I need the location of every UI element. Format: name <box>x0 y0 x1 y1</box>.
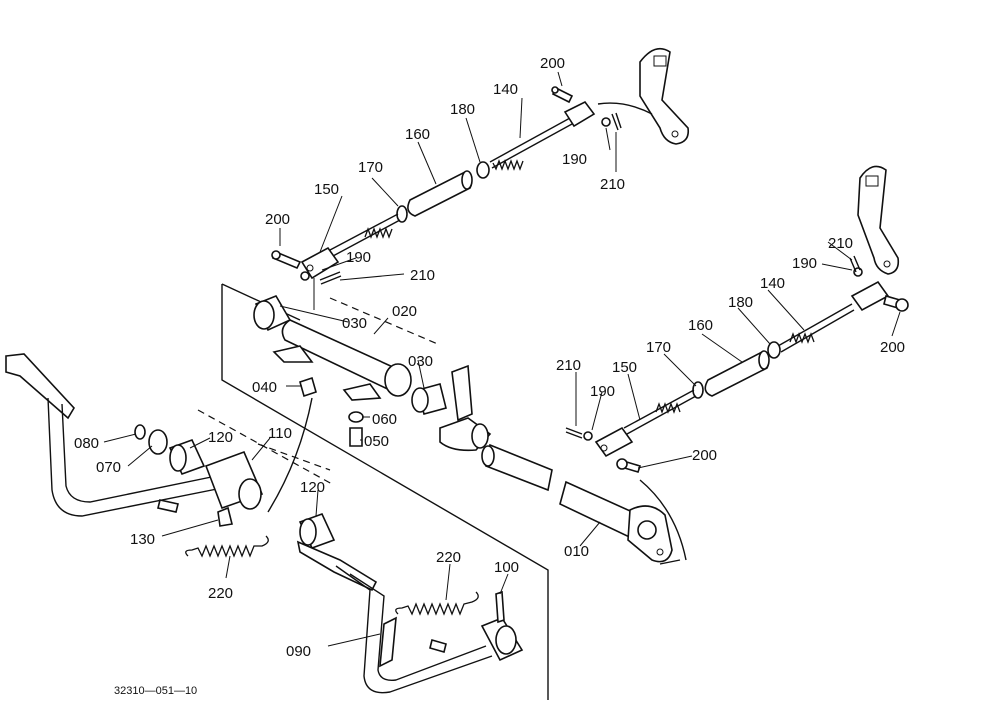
drawing-code: 32310—051—10 <box>114 685 197 697</box>
label-120-right: 120 <box>300 479 325 496</box>
label-030-left: 030 <box>342 315 367 332</box>
shaft-010 <box>481 443 687 565</box>
label-160-top: 160 <box>405 126 430 143</box>
grease-nipple-040 <box>299 376 317 398</box>
label-190-right-lower: 190 <box>590 383 615 400</box>
cotter-pin-210-upper-left <box>319 271 342 285</box>
pedal-pad-left <box>5 353 75 420</box>
nut-180-upper <box>476 161 490 179</box>
label-110: 110 <box>268 425 292 442</box>
label-220-lower: 220 <box>436 549 461 566</box>
label-170-top: 170 <box>358 159 383 176</box>
label-170-right: 170 <box>646 339 671 356</box>
label-210-upper-right: 210 <box>600 176 625 193</box>
label-160-right: 160 <box>688 317 713 334</box>
left-pedal-assembly <box>5 353 333 558</box>
grease-nipple-130 <box>217 506 233 527</box>
label-200-right: 200 <box>880 339 905 356</box>
rod-100 <box>495 590 505 624</box>
label-150-right: 150 <box>612 359 637 376</box>
label-140-top: 140 <box>493 81 518 98</box>
upper-rod-assembly <box>271 47 690 310</box>
label-140-right: 140 <box>760 275 785 292</box>
label-030-right: 030 <box>408 353 433 370</box>
label-200-left: 200 <box>265 211 290 228</box>
circlip-080 <box>134 424 146 440</box>
label-090: 090 <box>286 643 311 660</box>
leader-lines <box>103 71 901 647</box>
washer-060 <box>348 411 364 423</box>
label-080: 080 <box>74 435 99 452</box>
washer-190-upper-left <box>300 271 310 281</box>
label-190-upper-left: 190 <box>346 249 371 266</box>
washer-190-upper-right <box>601 117 611 127</box>
rod-140-upper <box>489 117 571 163</box>
lower-pedal-assembly <box>296 512 524 694</box>
label-130: 130 <box>130 531 155 548</box>
pedal-arm-left <box>47 397 233 517</box>
label-180-top: 180 <box>450 101 475 118</box>
clevis-right-end <box>850 280 890 312</box>
label-100: 100 <box>494 559 519 576</box>
label-190-upper-right: 190 <box>562 151 587 168</box>
label-040: 040 <box>252 379 277 396</box>
pedal-arm-lower <box>335 565 493 694</box>
boss-frame-assembly <box>221 283 549 700</box>
label-190-right: 190 <box>792 255 817 272</box>
nut-180-right <box>767 341 781 359</box>
part-labels: 200 140 180 160 170 150 200 190 210 190 … <box>74 55 905 697</box>
label-210-right-lower: 210 <box>556 357 581 374</box>
cotter-pin-210-right-lower <box>565 427 583 439</box>
label-210-upper-left: 210 <box>410 267 435 284</box>
cotter-pin-210-right <box>849 255 861 273</box>
upper-arc-guide <box>597 102 653 115</box>
bolt-050 <box>349 427 363 447</box>
spring-220-left <box>185 535 269 558</box>
right-arm-bracket <box>857 165 900 275</box>
washer-190-right-lower <box>583 431 593 441</box>
label-020: 020 <box>392 303 417 320</box>
upper-arm-bracket <box>639 47 690 145</box>
label-060: 060 <box>372 411 397 428</box>
spring-220-lower <box>395 591 479 616</box>
label-210-right: 210 <box>828 235 853 252</box>
label-200-right-lower: 200 <box>692 447 717 464</box>
mount-foot-left <box>272 345 314 363</box>
label-010: 010 <box>564 543 589 560</box>
label-150-top: 150 <box>314 181 339 198</box>
label-120-left: 120 <box>208 429 233 446</box>
washer-070 <box>148 429 168 455</box>
cotter-pin-210-upper-right <box>611 112 622 131</box>
frame-outline <box>221 284 549 700</box>
label-070: 070 <box>96 459 121 476</box>
nut-170-upper <box>396 205 408 223</box>
rod-150-upper <box>329 213 399 251</box>
label-220-left: 220 <box>208 585 233 602</box>
label-200-top: 200 <box>540 55 565 72</box>
right-rod-assembly <box>565 165 909 473</box>
dashed-hidden-line-lower <box>197 409 333 485</box>
label-180-right: 180 <box>728 294 753 311</box>
clevis-right-lower <box>594 426 634 458</box>
label-050: 050 <box>364 433 389 450</box>
mount-foot-right <box>342 383 382 401</box>
dashed-hidden-line-upper <box>329 297 441 346</box>
clevis-upper-right <box>563 100 596 128</box>
